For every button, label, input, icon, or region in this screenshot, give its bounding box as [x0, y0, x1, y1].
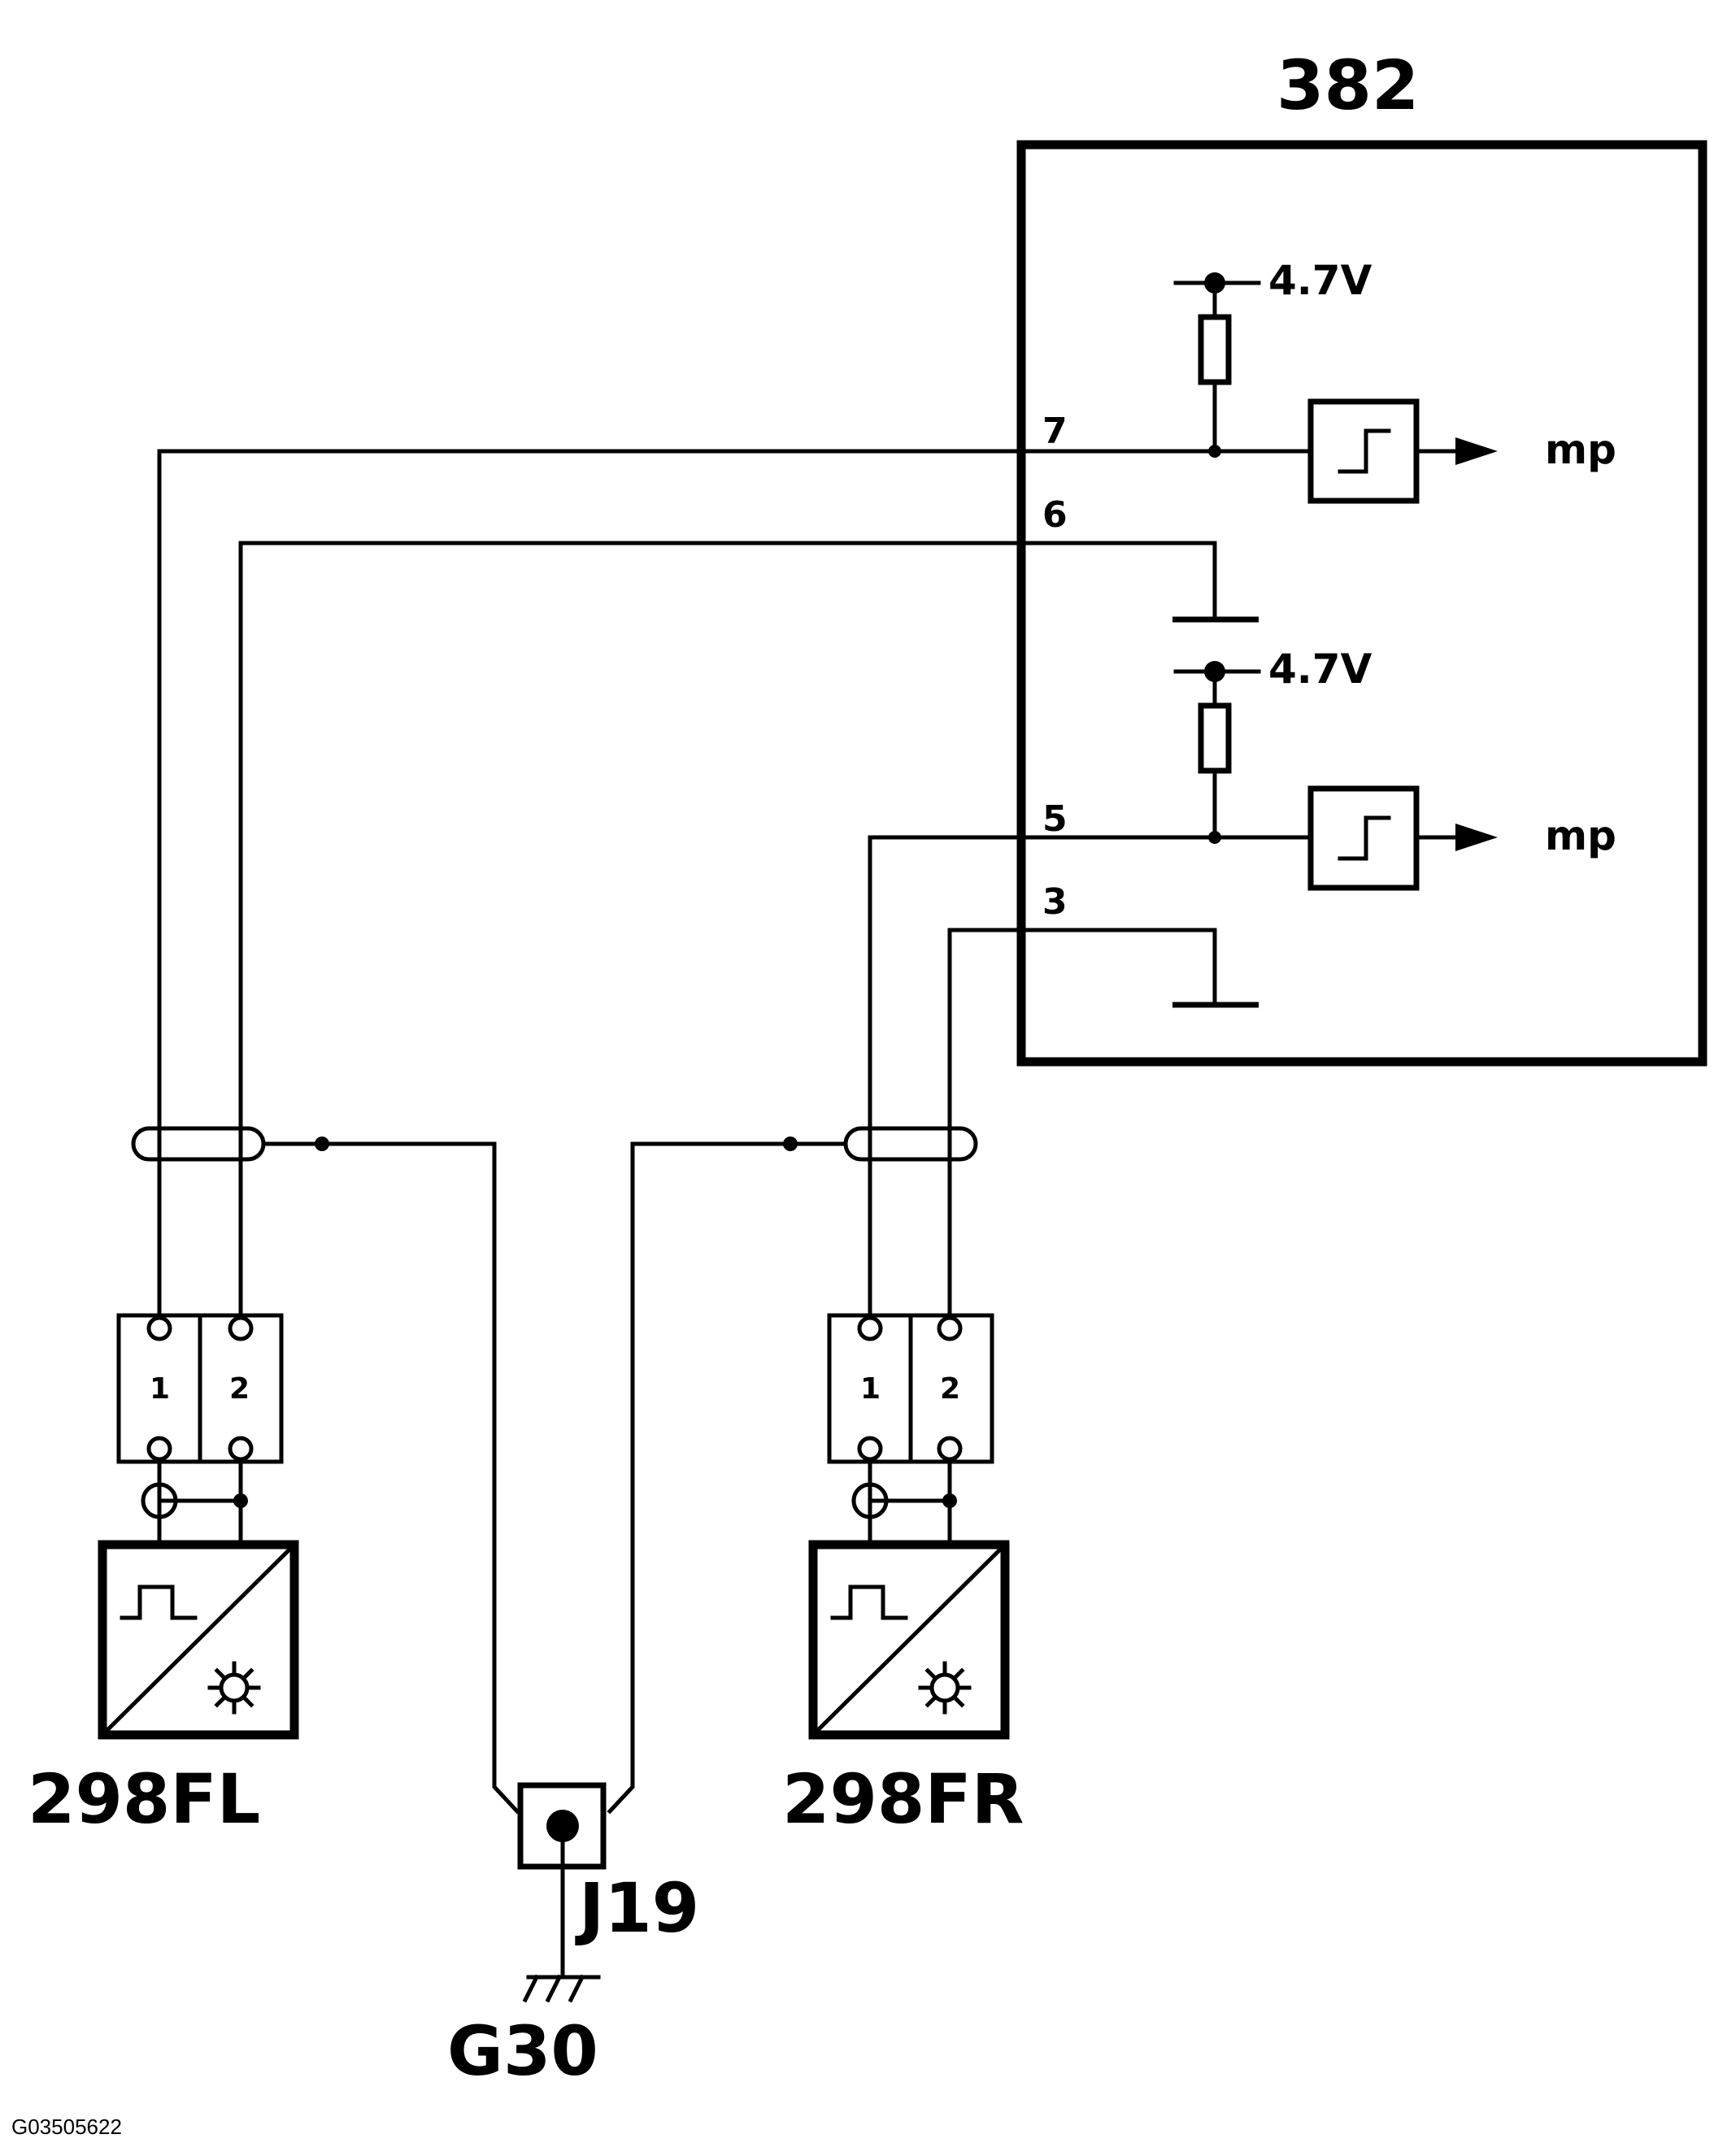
wire-pin6-fl2 — [238, 541, 1217, 1315]
lower-schmitt-trigger — [1307, 785, 1420, 891]
upper-trigger-symbol — [1338, 428, 1391, 474]
pin-5-label: 5 — [1042, 798, 1068, 840]
sensor-298fr: 298FR — [782, 1457, 1024, 1839]
sensor-fl-box — [98, 1540, 299, 1740]
ground-g30: G30 — [447, 1974, 601, 2091]
figure-id: G03505622 — [11, 2115, 122, 2139]
connector-right-terminal-2: 2 — [940, 1372, 960, 1406]
ecu-382-box — [1016, 140, 1707, 1067]
connector-right: 1 2 — [827, 1313, 994, 1464]
gear-icon — [207, 1661, 261, 1715]
sensor-298fl: 298FL — [28, 1457, 299, 1839]
junction-j19: J19 — [517, 1782, 699, 1980]
pin-3-label: 3 — [1042, 881, 1068, 923]
upper-pullup-resistor — [1198, 314, 1232, 385]
ecu-382-label: 382 — [1277, 46, 1419, 125]
upper-output-label: mp — [1545, 426, 1616, 473]
upper-ground-circuit — [1172, 541, 1259, 623]
drain-wire-right — [607, 1141, 848, 1815]
shield-left — [131, 1126, 266, 1162]
pin-6-label: 6 — [1042, 494, 1068, 536]
wire-pin5-fr1 — [868, 835, 1217, 1315]
upper-schmitt-trigger — [1307, 398, 1420, 504]
shield-right — [843, 1126, 978, 1162]
lower-output-arrow — [1455, 824, 1498, 851]
drain-wire-left — [261, 1141, 520, 1815]
upper-supply-label: 4.7V — [1268, 257, 1372, 304]
connector-right-terminal-1: 1 — [860, 1372, 881, 1406]
drain-left-dot — [315, 1137, 329, 1151]
upper-input-circuit: 4.7V mp — [1173, 257, 1616, 504]
upper-output-arrow — [1455, 437, 1498, 465]
wire-pin3-fr2 — [947, 928, 1217, 1315]
lower-output-label: mp — [1545, 812, 1616, 859]
gear-icon — [918, 1661, 972, 1715]
lower-trigger-symbol — [1338, 815, 1391, 861]
pulse-icon — [830, 1584, 908, 1620]
junction-j19-label: J19 — [575, 1868, 699, 1948]
drain-right-dot — [783, 1137, 798, 1151]
connector-left-terminal-2: 2 — [229, 1372, 250, 1406]
lower-ground-circuit — [1172, 928, 1259, 1008]
sensor-fr-box — [808, 1540, 1010, 1740]
lower-supply-label: 4.7V — [1268, 645, 1372, 693]
wire-pin7-fl1 — [157, 449, 1217, 1315]
connector-left-terminal-1: 1 — [150, 1372, 170, 1406]
connector-left: 1 2 — [116, 1313, 284, 1464]
lower-pullup-resistor — [1198, 702, 1232, 774]
lower-input-circuit: 4.7V mp — [1173, 645, 1616, 891]
sensor-fr-label: 298FR — [782, 1759, 1024, 1839]
sensor-fl-label: 298FL — [28, 1759, 260, 1839]
pulse-icon — [120, 1584, 198, 1620]
ground-g30-label: G30 — [447, 2011, 598, 2091]
pin-7-label: 7 — [1042, 411, 1068, 452]
